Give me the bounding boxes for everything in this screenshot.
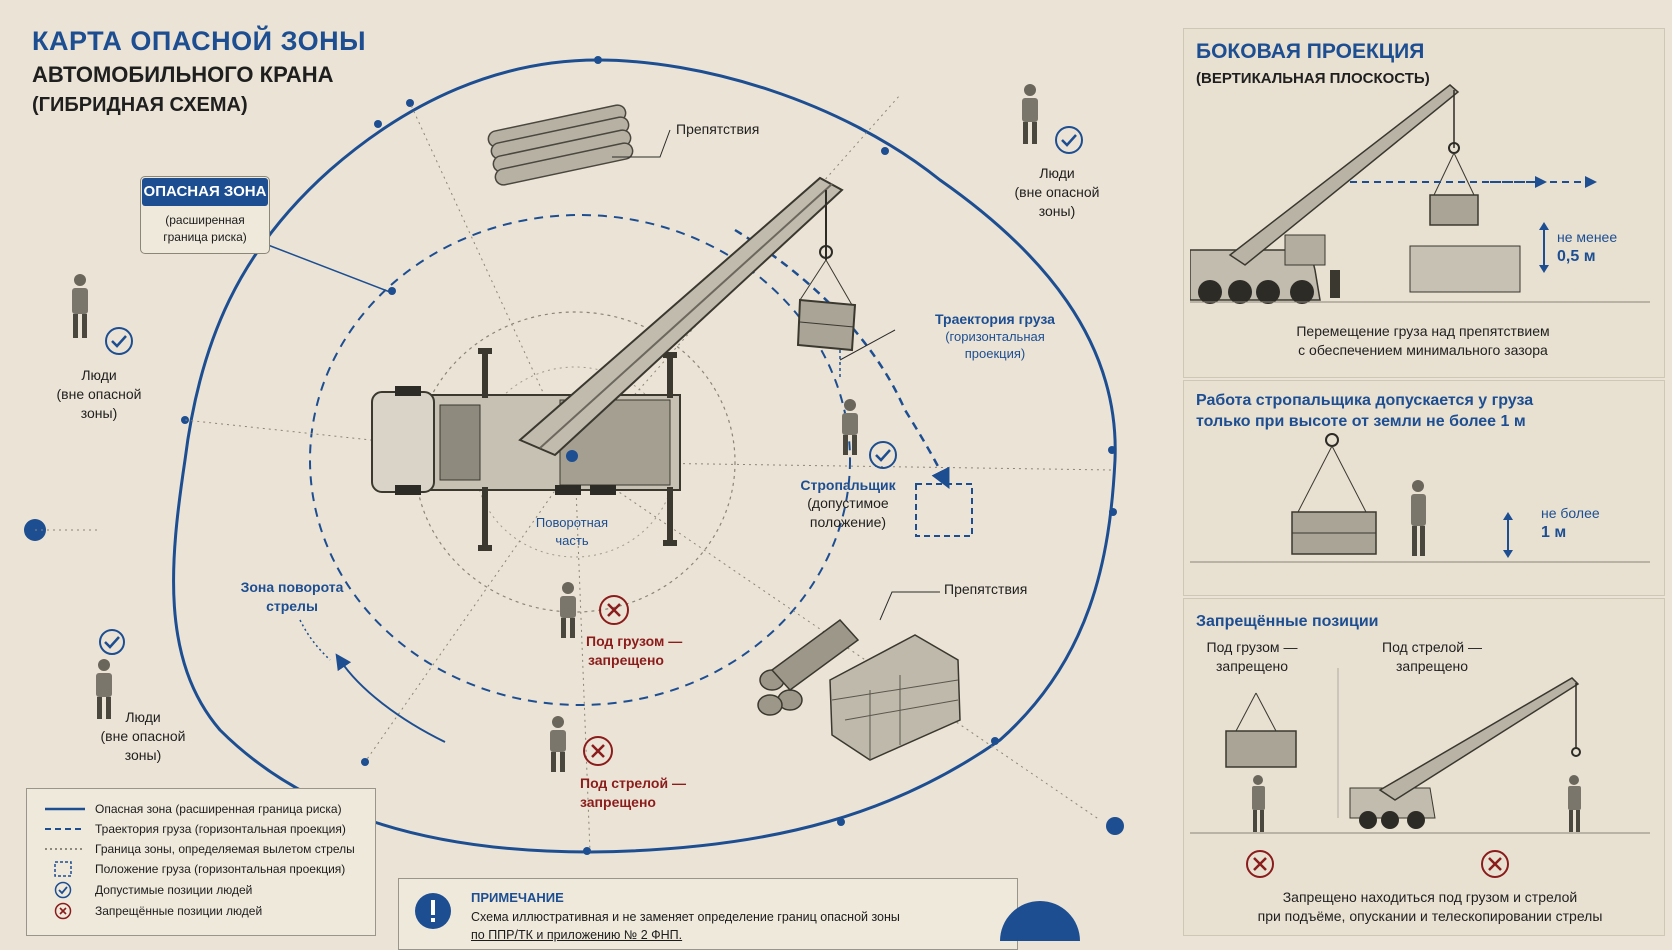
slinger-illustration	[1190, 433, 1650, 563]
person-under-load	[560, 582, 576, 638]
cross-icon	[583, 736, 613, 766]
forbidden-panel-title: Запрещённые позиции	[1196, 613, 1379, 630]
forbidden-under-load-label: Под грузом —запрещено	[1206, 639, 1298, 674]
check-icon	[869, 441, 897, 469]
legend-item: Запрещённые позиции людей	[27, 901, 375, 921]
check-icon	[99, 629, 125, 655]
obstacle-stack-bottom	[757, 618, 961, 761]
boom-rotation-arrow	[335, 653, 446, 743]
forbidden-caption: Запрещено находиться под грузом и стрело…	[1257, 889, 1603, 924]
forbidden-illustration	[1190, 668, 1650, 878]
side-view-crane-illustration	[1190, 84, 1650, 304]
side-view-panel	[1183, 28, 1665, 378]
load-position-square	[915, 483, 973, 537]
person-slinger	[842, 399, 858, 455]
person-top-right	[1022, 84, 1038, 144]
legend-item: Опасная зона (расширенная граница риска)	[45, 802, 342, 816]
check-icon	[1055, 126, 1083, 154]
legend-item: Граница зоны, определяемая вылетом стрел…	[45, 842, 355, 856]
hazard-zone-map	[24, 56, 1124, 855]
label-obstacles-bottom: Препятствия	[944, 581, 1028, 597]
note-heading: ПРИМЕЧАНИЕ	[471, 890, 564, 905]
legend-item: Допустимые позиции людей	[27, 880, 375, 900]
legend-item: Положение груза (горизонтальная проекция…	[27, 859, 375, 879]
check-icon	[105, 327, 133, 355]
hazard-zone-boundary	[172, 58, 1117, 854]
page-title: КАРТА ОПАСНОЙ ЗОНЫ	[32, 26, 367, 56]
label-under-load: Под грузом —запрещено	[586, 633, 683, 668]
cross-icon	[599, 595, 629, 625]
note-text: Схема иллюстративная и не заменяет опред…	[471, 910, 900, 942]
warning-icon	[415, 893, 451, 929]
label-obstacles-top: Препятствия	[676, 121, 760, 137]
label-under-boom: Под стрелой —запрещено	[580, 775, 686, 810]
note-box: ПРИМЕЧАНИЕ Схема иллюстративная и не зам…	[398, 878, 1018, 950]
side-view-title: БОКОВАЯ ПРОЕКЦИЯ	[1196, 40, 1425, 63]
load-trajectory-ring	[309, 214, 851, 706]
label-trajectory: Траектория груза (горизонтальная проекци…	[935, 311, 1055, 361]
crane-top-view	[371, 176, 844, 551]
boom-reach-boundary	[414, 311, 736, 613]
slinger-panel	[1183, 380, 1665, 596]
person-under-boom	[550, 716, 566, 772]
decorative-circle	[1000, 901, 1080, 941]
side-view-subtitle: (ВЕРТИКАЛЬНАЯ ПЛОСКОСТЬ)	[1196, 70, 1430, 87]
suspended-load-topview	[796, 190, 857, 352]
forbidden-under-boom-label: Под стрелой —запрещено	[1382, 639, 1482, 674]
legend-item: Траектория груза (горизонтальная проекци…	[45, 822, 346, 836]
obstacle-pipes-top	[487, 104, 634, 186]
page-subtitle-note: (ГИБРИДНАЯ СХЕМА)	[32, 94, 248, 116]
legend: Опасная зона (расширенная граница риска)…	[26, 788, 376, 936]
zone-badge: ОПАСНАЯ ЗОНА	[142, 178, 268, 206]
page-subtitle: АВТОМОБИЛЬНОГО КРАНА	[32, 62, 334, 87]
person-bottom-left	[96, 659, 112, 719]
label-slinger: Стропальщик (допустимое положение)	[800, 477, 896, 530]
person-left	[72, 274, 88, 338]
